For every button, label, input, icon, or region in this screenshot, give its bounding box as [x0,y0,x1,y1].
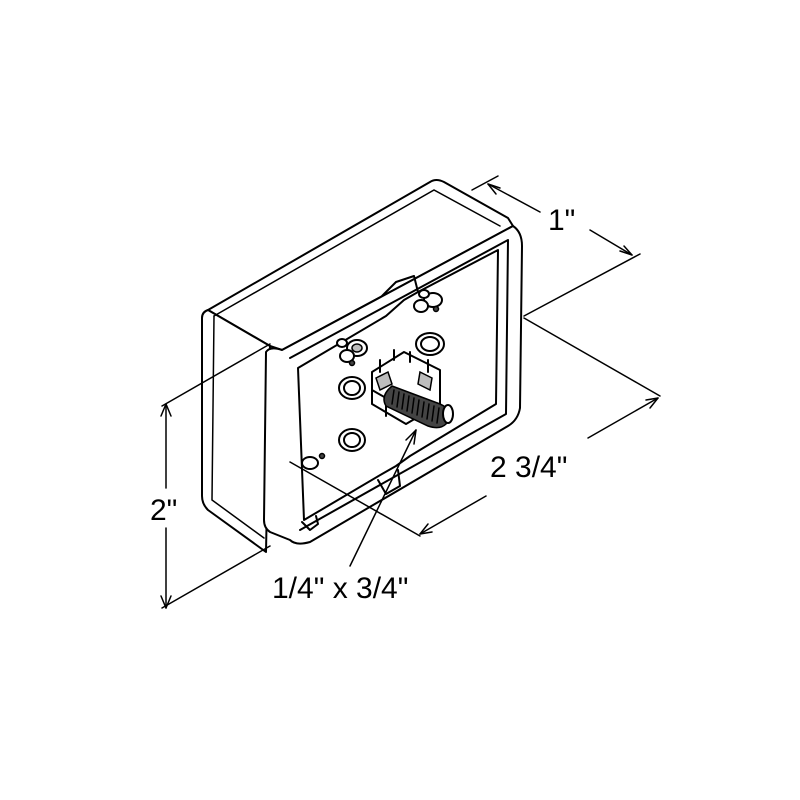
dimension-width-label: 2 3/4" [490,451,567,484]
corner-notch [301,515,319,531]
hole-top-right [413,289,443,313]
dimension-height-label: 2" [150,494,177,527]
housing-top-bevel [213,189,501,317]
connector-detail [371,349,429,421]
threaded-stud [383,385,454,429]
hole-left-boss [338,376,366,400]
stud-size-label: 1/4" x 3/4" [272,572,408,605]
dimension-width [289,317,661,537]
dimension-depth-label: 1" [548,204,575,237]
connector-tab-right [417,370,433,392]
mounting-holes [301,289,445,470]
bottom-notch [377,469,401,495]
hole-upper-right-boss [415,332,445,356]
hole-lower-boss [338,428,366,452]
dimension-depth [471,175,641,317]
stud-leader [349,429,417,567]
rim-inner-step [289,239,509,531]
top-notch [381,275,419,297]
dimension-height [160,343,271,609]
housing-left-face [201,309,271,553]
hole-bottom-left [301,452,326,470]
hole-top-left [336,338,368,367]
connector-assembly [371,349,454,429]
connector-tab-left [375,370,393,392]
